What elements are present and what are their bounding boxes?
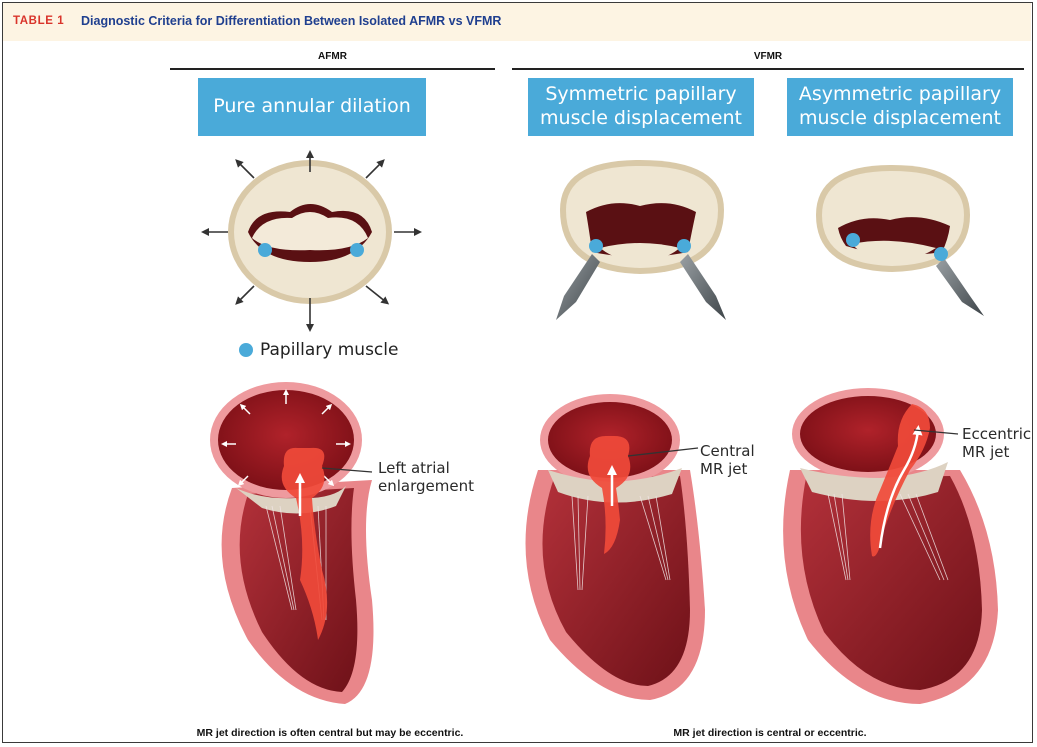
- arrow-upright-icon: [365, 159, 385, 179]
- label-eccentric: Eccentric: [962, 425, 1031, 443]
- label-leader: [321, 467, 373, 473]
- box-symmetric-displacement: Symmetric papillary muscle displacement: [528, 78, 754, 136]
- legend-papillary-label: Papillary muscle: [260, 340, 399, 360]
- label-leader: [913, 429, 959, 435]
- label-enlargement: enlargement: [378, 477, 474, 495]
- displacement-arrow-icon: [936, 258, 984, 316]
- papillary-dot: [846, 233, 860, 247]
- column-heading-vfmr: VFMR: [753, 51, 783, 62]
- papillary-dot: [589, 239, 603, 253]
- label-eccentric-jet: MR jet: [962, 443, 1010, 461]
- box-pure-annular-dilation: Pure annular dilation: [198, 78, 426, 136]
- afmr-rule: [170, 68, 495, 70]
- column-heading-afmr: AFMR: [318, 51, 347, 62]
- label-central: Central: [700, 442, 755, 460]
- arrow-upleft-icon: [235, 159, 255, 179]
- table-header: TABLE 1 Diagnostic Criteria for Differen…: [3, 3, 1031, 41]
- papillary-dot: [677, 239, 691, 253]
- symmetric-heart: [525, 394, 705, 700]
- symmetric-valve: [560, 160, 724, 274]
- mr-jet: [281, 447, 328, 640]
- mr-jet: [587, 436, 631, 554]
- caption-vfmr: MR jet direction is central or eccentric…: [673, 727, 867, 739]
- asymmetric-heart: [783, 388, 998, 704]
- jet-arrow-icon: [878, 425, 923, 549]
- caption-afmr: MR jet direction is often central but ma…: [196, 727, 464, 739]
- arrow-downleft-icon: [235, 285, 255, 305]
- displacement-arrow-icon: [680, 254, 726, 320]
- papillary-dot: [258, 243, 272, 257]
- afmr-heart: [210, 382, 374, 704]
- papillary-dot: [934, 247, 948, 261]
- label-central-jet: MR jet: [700, 460, 748, 478]
- label-left-atrial: Left atrial: [378, 459, 450, 477]
- vfmr-rule: [512, 68, 1024, 70]
- papillary-dot: [350, 243, 364, 257]
- atrial-expansion-arrows: [221, 389, 351, 487]
- table-title: Diagnostic Criteria for Differentiation …: [81, 14, 502, 28]
- box-asymmetric-displacement: Asymmetric papillary muscle displacement: [787, 78, 1013, 136]
- legend-papillary-dot: [239, 343, 253, 357]
- displacement-arrow-icon: [556, 254, 600, 320]
- afmr-valve: [228, 160, 392, 304]
- afmr-dilation-arrows: [201, 150, 422, 332]
- table-tag: TABLE 1: [13, 15, 65, 27]
- label-leader: [627, 447, 699, 457]
- arrow-downright-icon: [365, 285, 390, 305]
